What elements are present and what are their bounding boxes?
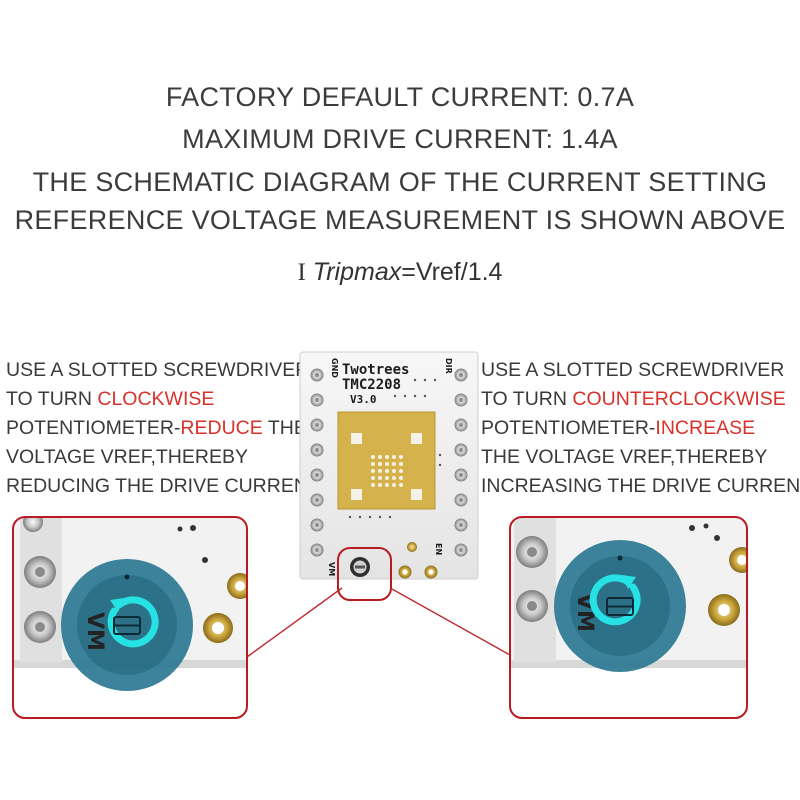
pin-label-vm: VM — [327, 562, 336, 576]
right-instruction-line3: POTENTIOMETER-INCREASE — [481, 417, 756, 439]
pin-label-dir: DIR — [444, 358, 453, 374]
thermal-pad — [337, 411, 436, 510]
trip-current-formula: I Tripmax=Vref/1.4 — [0, 258, 800, 287]
reference-voltage-heading: REFERENCE VOLTAGE MEASUREMENT IS SHOWN A… — [14, 205, 786, 235]
right-instruction-line1: USE A SLOTTED SCREWDRIVER — [481, 359, 785, 381]
pin-label-gnd: GND — [330, 358, 339, 378]
increase-highlight: INCREASE — [655, 417, 756, 439]
clockwise-highlight: CLOCKWISE — [97, 388, 215, 410]
left-zoom-vm-label: VM — [82, 612, 107, 651]
board-version: V3.0 — [350, 393, 377, 406]
formula-prefix: I — [297, 259, 306, 286]
left-zoom-callout: VM — [12, 516, 248, 719]
formula-variable: Tripmax — [312, 258, 402, 286]
board-brand: Twotrees — [342, 362, 409, 378]
left-pin-header — [310, 368, 324, 557]
clockwise-arrow-icon — [107, 596, 159, 648]
pin-label-en: EN — [434, 543, 443, 555]
max-current-heading: MAXIMUM DRIVE CURRENT: 1.4A — [182, 124, 618, 154]
left-instruction-line5: REDUCING THE DRIVE CURRENT. — [6, 475, 324, 497]
left-instruction: USE A SLOTTED SCREWDRIVER TO TURN CLOCKW… — [6, 356, 323, 501]
right-instruction-line5: INCREASING THE DRIVE CURRENT. — [481, 475, 800, 497]
schematic-heading: THE SCHEMATIC DIAGRAM OF THE CURRENT SET… — [32, 167, 768, 197]
default-current-heading: FACTORY DEFAULT CURRENT: 0.7A — [165, 82, 635, 112]
left-instruction-line4: VOLTAGE VREF,THEREBY — [6, 446, 248, 468]
board-model: TMC2208 — [342, 377, 401, 393]
left-instruction-line3: POTENTIOMETER-REDUCE THE — [6, 417, 307, 439]
left-instruction-line1: USE A SLOTTED SCREWDRIVER — [6, 359, 310, 381]
potentiometer — [350, 557, 370, 577]
callout-connectors — [246, 587, 511, 658]
reduce-highlight: REDUCE — [180, 417, 263, 439]
right-zoom-callout: VM — [509, 516, 748, 719]
right-instruction-line2: TO TURN COUNTERCLOCKWISE — [481, 388, 786, 410]
counterclockwise-arrow-icon — [589, 574, 641, 626]
counterclockwise-highlight: COUNTERCLOCKWISE — [572, 388, 786, 410]
tmc2208-board: Twotrees TMC2208 V3.0 GND DIR EN VM — [299, 351, 479, 601]
left-instruction-line2: TO TURN CLOCKWISE — [6, 388, 215, 410]
right-instruction-line4: THE VOLTAGE VREF,THEREBY — [481, 446, 768, 468]
formula-equals: =Vref/1.4 — [401, 258, 503, 286]
right-instruction: USE A SLOTTED SCREWDRIVER TO TURN COUNTE… — [481, 356, 800, 501]
potentiometer-highlight-box — [337, 547, 392, 601]
